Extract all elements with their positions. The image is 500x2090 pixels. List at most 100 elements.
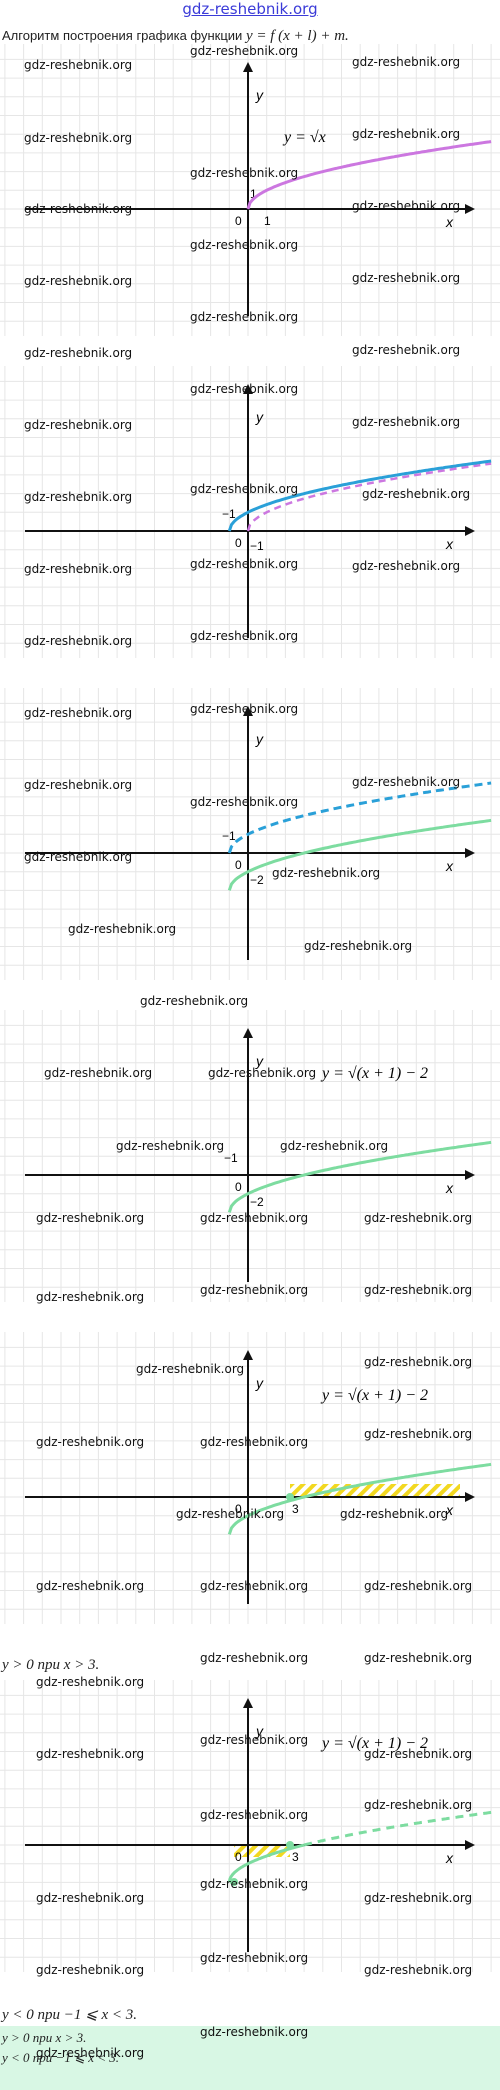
graph-panel-4: x y 0 −1 −2 y = √(x + 1) − 2 (0, 1010, 500, 1302)
tick-label-minus1-x: −1 (250, 539, 264, 553)
y-axis-label: y (255, 731, 264, 747)
origin-label: 0 (235, 1850, 242, 1864)
formula-label: y = √(x + 1) − 2 (320, 1387, 428, 1404)
watermark: gdz-reshebnik.org (24, 778, 133, 792)
tick-label-minus2: −2 (250, 873, 264, 887)
formula-label: y = √(x + 1) − 2 (320, 1065, 428, 1082)
watermark: gdz-reshebnik.org (200, 1951, 309, 1965)
y-axis-label: y (255, 1723, 264, 1739)
sqrt-curve (246, 140, 492, 210)
function-curve-positive-part-dashed (303, 1810, 492, 1847)
watermark: gdz-reshebnik.org (200, 1733, 309, 1747)
function-curve (227, 1462, 492, 1535)
watermark: gdz-reshebnik.org (24, 850, 133, 864)
watermark: gdz-reshebnik.org (24, 58, 133, 72)
watermark: gdz-reshebnik.org (68, 922, 177, 936)
graph-panel-1: x y 0 1 1 y = √x (0, 44, 500, 336)
watermark: gdz-reshebnik.org (190, 482, 299, 496)
graph-panel-6: x y 0 3 y = √(x + 1) − 2 (0, 1680, 500, 1972)
watermark: gdz-reshebnik.org (364, 1427, 473, 1441)
watermark: gdz-reshebnik.org (36, 1435, 145, 1449)
start-point (230, 1878, 238, 1886)
watermark: gdz-reshebnik.org (24, 490, 133, 504)
origin-label: 0 (235, 536, 242, 550)
tick-label-minus2: −2 (250, 1195, 264, 1209)
x-axis-arrow (465, 848, 475, 858)
watermark: gdz-reshebnik.org (362, 487, 471, 501)
tick-label-minus1: −1 (222, 829, 236, 843)
watermark: gdz-reshebnik.org (280, 1139, 389, 1153)
watermark: gdz-reshebnik.org (24, 346, 133, 360)
answer-line-2: y < 0 при −1 ⩽ x < 3. (2, 2050, 119, 2065)
watermark: gdz-reshebnik.org (200, 1579, 309, 1593)
positive-region-hatch (290, 1484, 460, 1497)
tick-label-3: 3 (292, 1502, 299, 1516)
watermark: gdz-reshebnik.org (200, 1808, 309, 1822)
graph-panel-3: x y 0 −1 −2 (0, 688, 500, 980)
x-axis-arrow (465, 1492, 475, 1502)
x-axis-arrow (465, 204, 475, 214)
watermark: gdz-reshebnik.org (36, 1891, 145, 1905)
watermark: gdz-reshebnik.org (364, 1651, 473, 1665)
graph-6-svg: x y 0 3 y = √(x + 1) − 2 (0, 1680, 500, 1972)
watermark: gdz-reshebnik.org (352, 415, 461, 429)
y-axis-arrow (243, 62, 253, 72)
graph-4-svg: x y 0 −1 −2 y = √(x + 1) − 2 (0, 1010, 500, 1302)
watermark: gdz-reshebnik.org (200, 1283, 309, 1297)
watermark: gdz-reshebnik.org (364, 1963, 473, 1977)
intro-text: Алгоритм построения графика функции y = … (2, 28, 349, 45)
tick-label-minus1: −1 (224, 1151, 238, 1165)
watermark: gdz-reshebnik.org (24, 706, 133, 720)
watermark: gdz-reshebnik.org (36, 1963, 145, 1977)
function-curve (227, 1140, 492, 1213)
intro-formula: y = f (x + l) + m. (245, 28, 349, 44)
watermark: gdz-reshebnik.org (24, 418, 133, 432)
watermark: gdz-reshebnik.org (352, 55, 461, 69)
tick-label-minus1: −1 (222, 507, 236, 521)
watermark: gdz-reshebnik.org (364, 1355, 473, 1369)
graph-2-svg: x y 0 −1 −1 (0, 366, 500, 658)
watermark: gdz-reshebnik.org (340, 1507, 449, 1521)
graph-5-svg: x y 0 3 y = √(x + 1) − 2 (0, 1332, 500, 1624)
statement-negative: y < 0 при −1 ⩽ x < 3. (2, 2005, 137, 2024)
statement-positive-text: y > 0 при x > 3. (2, 1657, 100, 1673)
watermark: gdz-reshebnik.org (190, 702, 299, 716)
watermark: gdz-reshebnik.org (190, 166, 299, 180)
watermark: gdz-reshebnik.org (364, 1579, 473, 1593)
y-axis-arrow (243, 1350, 253, 1360)
watermark: gdz-reshebnik.org (364, 1798, 473, 1812)
watermark: gdz-reshebnik.org (36, 2046, 145, 2060)
answer-line-1: y > 0 при x > 3. (2, 2030, 87, 2045)
statement-negative-text: y < 0 при −1 ⩽ x < 3. (2, 2007, 137, 2023)
watermark: gdz-reshebnik.org (364, 1891, 473, 1905)
watermark: gdz-reshebnik.org (352, 559, 461, 573)
watermark: gdz-reshebnik.org (190, 557, 299, 571)
y-axis-label: y (255, 87, 264, 103)
x-axis-label: x (445, 214, 454, 230)
watermark: gdz-reshebnik.org (200, 1651, 309, 1665)
watermark: gdz-reshebnik.org (352, 127, 461, 141)
watermark: gdz-reshebnik.org (352, 271, 461, 285)
sqrt-curve-dashed (246, 462, 492, 532)
watermark: gdz-reshebnik.org (304, 939, 413, 953)
watermark: gdz-reshebnik.org (36, 1675, 145, 1689)
watermark: gdz-reshebnik.org (24, 131, 133, 145)
site-title[interactable]: gdz-reshebnik.org (182, 0, 318, 18)
watermark: gdz-reshebnik.org (200, 2025, 309, 2039)
watermark: gdz-reshebnik.org (272, 866, 381, 880)
watermark: gdz-reshebnik.org (364, 1283, 473, 1297)
formula-label: y = √x (282, 129, 326, 146)
x-axis-arrow (465, 1170, 475, 1180)
x-axis-label: x (445, 1502, 454, 1518)
watermark: gdz-reshebnik.org (200, 1211, 309, 1225)
y-axis-arrow (243, 1698, 253, 1708)
watermark: gdz-reshebnik.org (352, 343, 461, 357)
zero-point (286, 1493, 294, 1501)
watermark: gdz-reshebnik.org (190, 382, 299, 396)
watermark: gdz-reshebnik.org (190, 795, 299, 809)
x-axis-label: x (445, 858, 454, 874)
watermark: gdz-reshebnik.org (36, 1290, 145, 1304)
watermark: gdz-reshebnik.org (140, 994, 249, 1008)
watermark: gdz-reshebnik.org (176, 1507, 285, 1521)
watermark: gdz-reshebnik.org (190, 238, 299, 252)
